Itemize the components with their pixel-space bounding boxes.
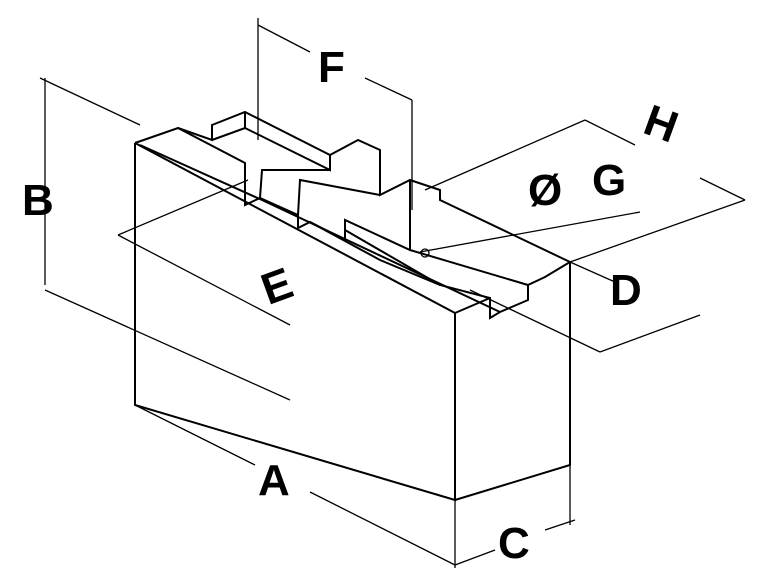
label-f: F xyxy=(318,43,345,92)
label-e: E xyxy=(255,259,299,315)
label-a: A xyxy=(258,456,290,505)
label-g: G xyxy=(592,156,626,205)
label-diameter: Ø xyxy=(528,166,562,215)
label-d: D xyxy=(610,266,642,315)
dimension-lines xyxy=(39,18,746,568)
label-b: B xyxy=(22,176,54,225)
block-outline xyxy=(134,110,571,502)
label-c: C xyxy=(498,519,530,568)
label-h: H xyxy=(638,96,685,153)
dimension-labels: B A C D E F Ø G H xyxy=(22,43,684,568)
